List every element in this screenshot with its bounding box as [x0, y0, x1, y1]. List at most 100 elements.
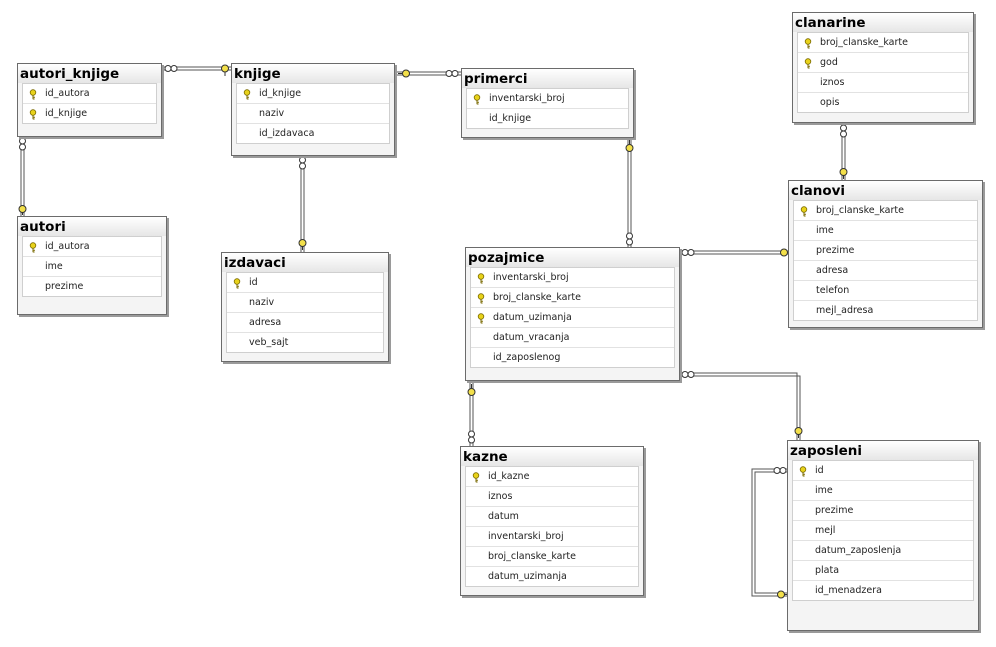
column-row[interactable]: id [793, 461, 973, 481]
column-row[interactable]: id_menadzera [793, 581, 973, 600]
primary-key-icon [798, 465, 808, 477]
column-row[interactable]: id_izdavaca [237, 124, 389, 143]
primary-key-icon [28, 241, 38, 253]
column-name: mejl_adresa [816, 305, 874, 316]
column-row[interactable]: mejl [793, 521, 973, 541]
column-row[interactable]: opis [798, 93, 968, 112]
column-name: prezime [815, 505, 854, 516]
primary-key-icon [28, 88, 38, 100]
many-marker-autori_knjige-right [164, 65, 178, 72]
primary-key-icon [476, 312, 486, 324]
primary-key-icon [472, 93, 482, 105]
column-name: adresa [816, 265, 849, 276]
table-title: pozajmice [466, 248, 679, 267]
primary-key-icon [799, 205, 809, 217]
column-name: mejl [815, 525, 836, 536]
column-name: id_zaposlenog [493, 352, 561, 363]
primary-key-icon [803, 37, 813, 49]
column-name: ime [816, 225, 834, 236]
column-row[interactable]: id_zaposlenog [471, 348, 674, 367]
table-title: primerci [462, 69, 633, 88]
column-row[interactable]: broj_clanske_karte [794, 201, 977, 221]
column-row[interactable]: ime [23, 257, 161, 277]
column-row[interactable]: adresa [227, 313, 383, 333]
column-list: inventarski_broj broj_clanske_karte datum_… [470, 267, 675, 368]
column-row[interactable]: id_knjige [237, 84, 389, 104]
column-row[interactable]: id [227, 273, 383, 293]
key-marker-izdavaci-top [298, 239, 307, 250]
column-name: telefon [816, 285, 850, 296]
column-row[interactable]: id_knjige [467, 109, 628, 128]
column-row[interactable]: broj_clanske_karte [798, 33, 968, 53]
column-name: ime [815, 485, 833, 496]
key-marker-zaposleni-top [794, 427, 803, 438]
column-name: veb_sajt [249, 337, 289, 348]
key-marker-zaposleni-self [777, 590, 788, 599]
column-row[interactable]: iznos [798, 73, 968, 93]
column-row[interactable]: broj_clanske_karte [466, 547, 638, 567]
column-row[interactable]: broj_clanske_karte [471, 288, 674, 308]
column-row[interactable]: prezime [793, 501, 973, 521]
column-row[interactable]: ime [793, 481, 973, 501]
column-row[interactable]: datum_vracanja [471, 328, 674, 348]
column-row[interactable]: prezime [23, 277, 161, 296]
column-name: iznos [488, 491, 513, 502]
rel-pozajmice-clanovi [678, 250, 790, 255]
column-name: prezime [816, 245, 855, 256]
rel-zaposleni-self [751, 468, 790, 597]
column-name: opis [820, 97, 840, 108]
table-title: autori [18, 217, 166, 236]
column-row[interactable]: adresa [794, 261, 977, 281]
column-row[interactable]: prezime [794, 241, 977, 261]
column-row[interactable]: datum [466, 507, 638, 527]
column-name: ime [45, 261, 63, 272]
column-name: broj_clanske_karte [488, 551, 576, 562]
column-name: broj_clanske_karte [820, 37, 908, 48]
column-row[interactable]: datum_uzimanja [466, 567, 638, 586]
column-row[interactable]: mejl_adresa [794, 301, 977, 320]
column-row[interactable]: inventarski_broj [467, 89, 628, 109]
column-name: id_izdavaca [259, 128, 315, 139]
column-row[interactable]: id_autora [23, 84, 156, 104]
column-row[interactable]: veb_sajt [227, 333, 383, 352]
column-row[interactable]: id_kazne [466, 467, 638, 487]
column-row[interactable]: datum_zaposlenja [793, 541, 973, 561]
many-marker-clanarine-bottom [840, 124, 847, 138]
column-row[interactable]: naziv [227, 293, 383, 313]
primary-key-icon [476, 292, 486, 304]
primary-key-icon [28, 108, 38, 120]
column-row[interactable]: telefon [794, 281, 977, 301]
column-name: id_kazne [488, 471, 530, 482]
column-row[interactable]: iznos [466, 487, 638, 507]
column-row[interactable]: id_knjige [23, 104, 156, 123]
column-row[interactable]: inventarski_broj [471, 268, 674, 288]
key-marker-knjige-right [398, 69, 410, 78]
column-row[interactable]: plata [793, 561, 973, 581]
column-name: datum [488, 511, 519, 522]
column-row[interactable]: god [798, 53, 968, 73]
primary-key-icon [471, 471, 481, 483]
column-name: id [249, 277, 258, 288]
column-name: broj_clanske_karte [493, 292, 581, 303]
column-row[interactable]: inventarski_broj [466, 527, 638, 547]
column-name: id_menadzera [815, 585, 882, 596]
column-row[interactable]: id_autora [23, 237, 161, 257]
key-marker-clanovi-top [839, 168, 848, 179]
column-row[interactable]: datum_uzimanja [471, 308, 674, 328]
table-title: autori_knjige [18, 64, 161, 83]
column-row[interactable]: ime [794, 221, 977, 241]
column-row[interactable]: naziv [237, 104, 389, 124]
